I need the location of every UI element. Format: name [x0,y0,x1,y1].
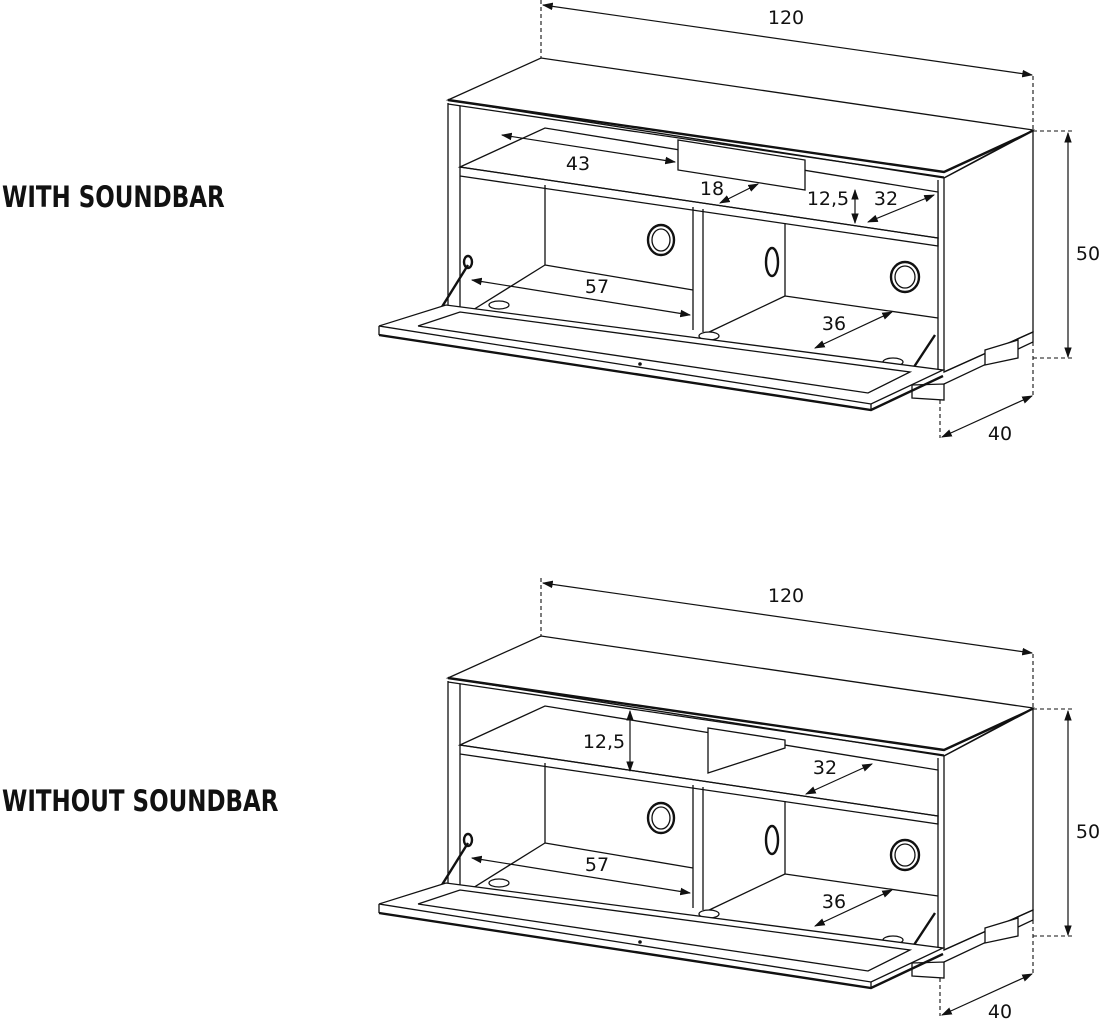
dim-soundbar-depth: 18 [700,178,724,200]
dim-depth: 40 [988,1001,1012,1023]
dim-width: 120 [768,585,804,607]
dim-bottom-right: 36 [822,313,846,335]
dim-height: 50 [1076,243,1100,265]
dim-shelf-right: 32 [874,188,898,210]
dim-bottom-right: 36 [822,891,846,913]
soundbar [677,139,806,191]
cabinet-without-soundbar: 120 50 40 12,5 32 57 36 [379,578,1100,1023]
dim-width: 120 [768,7,804,29]
dim-shelf-height: 12,5 [807,188,849,210]
cabinet-with-soundbar: 120 50 40 43 18 12,5 32 57 36 [379,0,1100,445]
title-without-soundbar: WITHOUT SOUNDBAR [2,784,279,818]
dim-shelf-right: 32 [813,757,837,779]
dim-shelf-left: 43 [566,153,590,175]
upper-divider [707,727,786,774]
dim-height: 50 [1076,821,1100,843]
dim-bottom-left: 57 [585,854,609,876]
dim-bottom-left: 57 [585,276,609,298]
title-with-soundbar: WITH SOUNDBAR [2,180,225,214]
dim-shelf-height: 12,5 [583,731,625,753]
dim-depth: 40 [988,423,1012,445]
